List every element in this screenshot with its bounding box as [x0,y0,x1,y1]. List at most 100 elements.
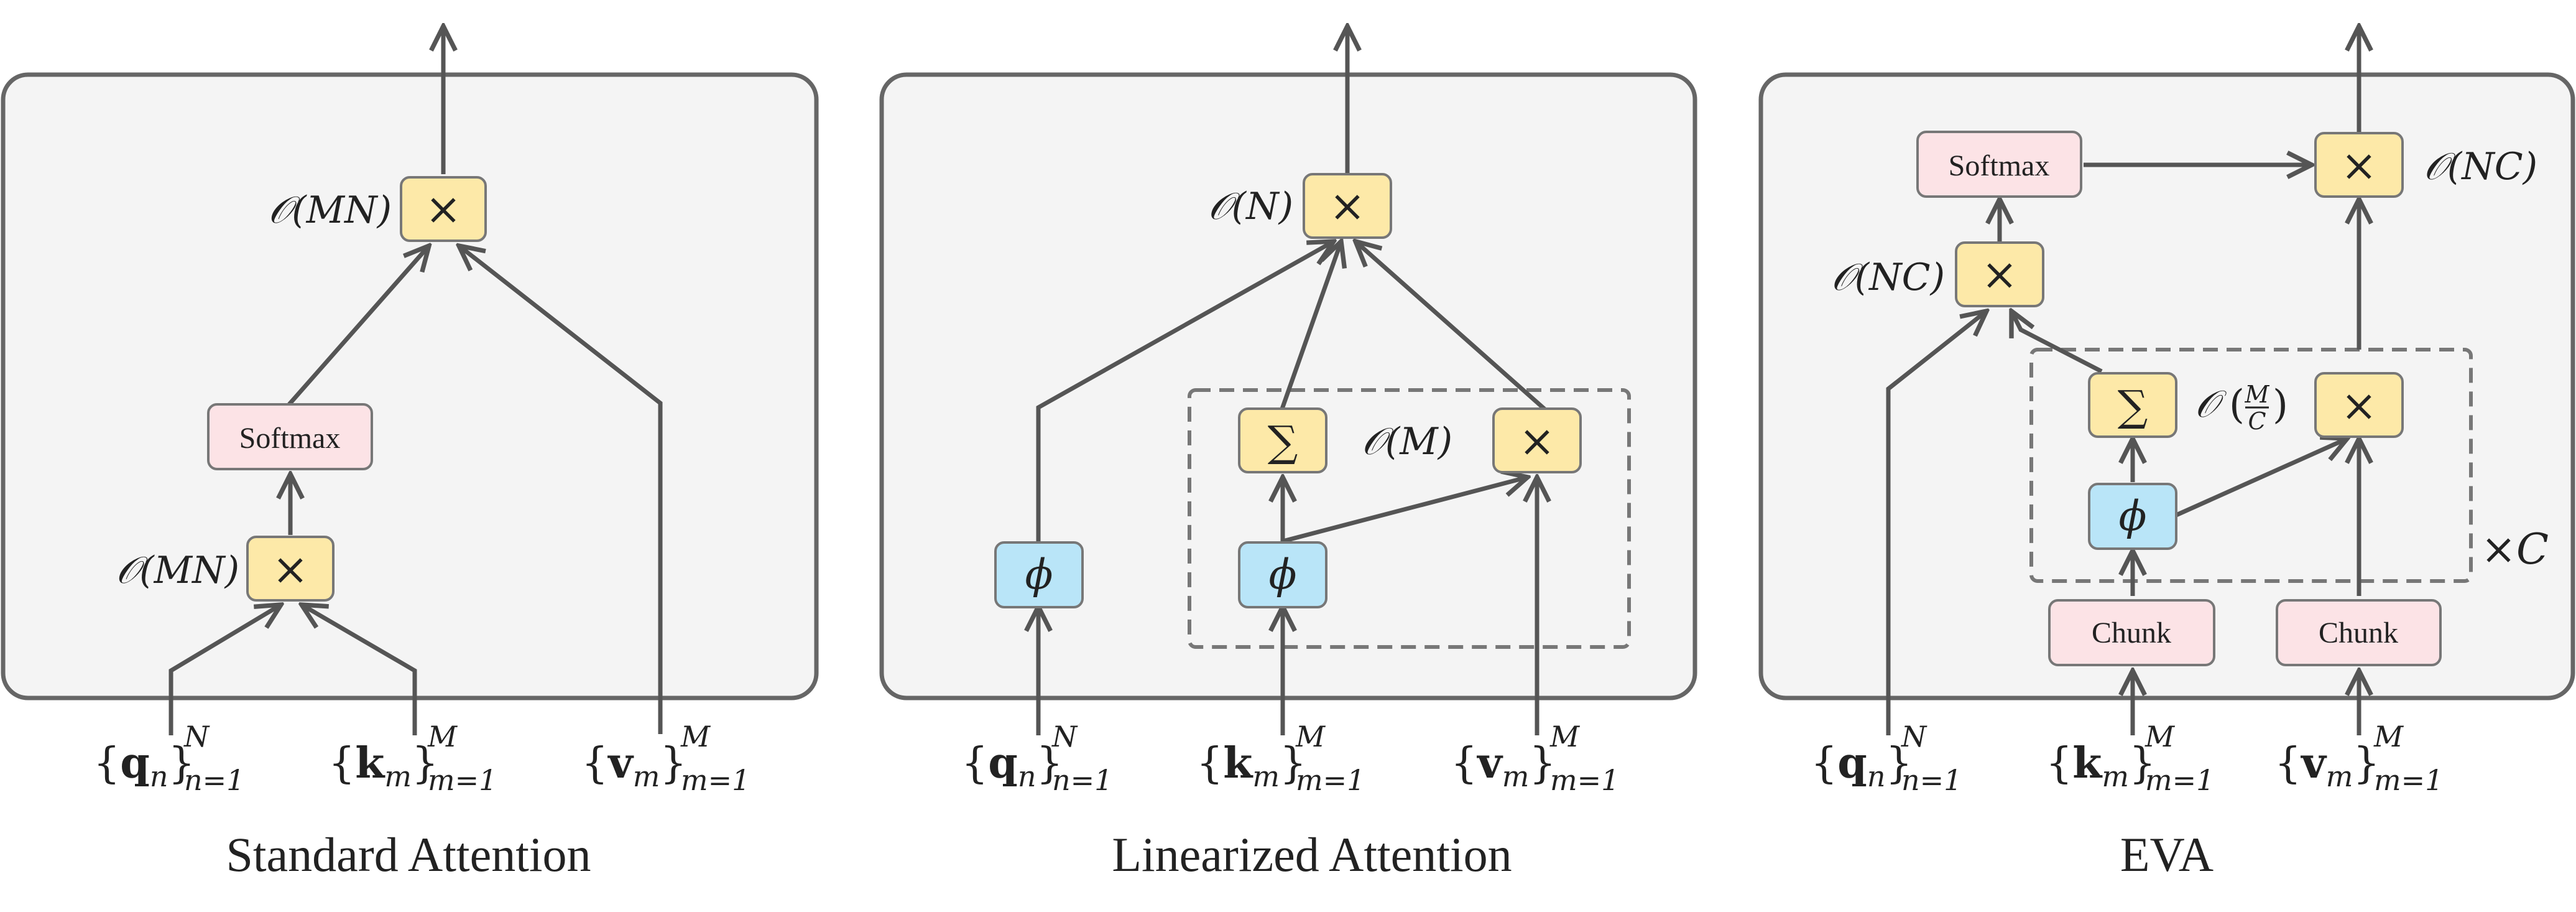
edge-sum-to-mult [1279,241,1341,412]
panel-title: Standard Attention [226,827,591,882]
svg-text:{vm}: {vm} [581,738,687,793]
svg-text:M: M [2144,720,2176,753]
svg-text:(: ( [2229,382,2245,428]
input-values: {vm} M m=1 [581,720,750,797]
chunk-node-values: Chunk [2276,599,2442,666]
panel-eva: Softmax × × ∑ × ϕ Chunk Chunk [1758,26,2575,882]
svg-text:m=1: m=1 [1296,763,1365,797]
phi-symbol: ϕ [2119,492,2147,540]
phi-node-key: ϕ [1238,541,1327,608]
edge-multkv-to-mult [1355,241,1548,412]
edge-q-to-mult [169,605,281,735]
multiply-node-query: × [1955,241,2044,307]
svg-text:{qn}: {qn} [1811,738,1913,793]
panel-title: Linearized Attention [1112,827,1512,882]
svg-text:M: M [2245,381,2270,408]
chunk-label: Chunk [2092,617,2171,649]
svg-text:m=1: m=1 [2145,763,2214,797]
edge-k-to-mult [302,605,417,735]
multiply-node-top: × [400,176,487,242]
softmax-node: Softmax [1916,131,2082,198]
phi-symbol: ϕ [1269,551,1297,598]
softmax-node: Softmax [207,403,373,470]
svg-text:{km}: {km} [328,738,438,793]
input-values: {vm} M m=1 [2274,720,2443,797]
edge-q-to-mult [1886,311,1987,735]
input-keys: {km} M m=1 [2046,720,2214,797]
multiply-symbol: × [2341,380,2378,431]
svg-text:m=1: m=1 [428,763,497,797]
svg-text:N: N [1901,720,1927,753]
multiply-symbol: × [2341,140,2378,191]
multiply-symbol: × [1519,416,1556,467]
edge-softmax-to-mult [287,246,429,406]
svg-text:C: C [2248,407,2266,435]
complexity-label-top: 𝒪(N) [1208,185,1293,228]
svg-text:m=1: m=1 [681,763,750,797]
edge-phi-to-multkv [1282,477,1528,544]
chunk-label: Chunk [2319,617,2398,649]
multiply-node-chunk: × [2314,372,2404,438]
svg-text:{km}: {km} [1196,738,1306,793]
input-queries: {qn} N n=1 [961,720,1112,797]
svg-text:N: N [1051,720,1078,753]
panel-linearized-attention: × ∑ × ϕ ϕ 𝒪(N) 𝒪(M) {qn} N n=1 {km} M m= [879,26,1697,882]
input-keys: {km} M m=1 [328,720,497,797]
multiply-node-kv: × [1492,407,1582,473]
svg-text:M: M [1549,720,1581,753]
phi-node: ϕ [2088,483,2177,550]
svg-text:{vm}: {vm} [1451,738,1556,793]
svg-text:m=1: m=1 [2374,763,2443,797]
svg-text:{vm}: {vm} [2274,738,2380,793]
multiply-symbol: × [1329,180,1366,231]
input-values: {vm} M m=1 [1451,720,1619,797]
complexity-label-top: 𝒪(NC) [2424,145,2537,188]
multiply-symbol: × [1982,249,2018,300]
complexity-label-mid: 𝒪(M) [1362,420,1452,463]
multiply-symbol: × [272,544,309,595]
softmax-label: Softmax [1949,149,2050,182]
svg-text:{km}: {km} [2046,738,2156,793]
svg-text:M: M [680,720,711,753]
multiply-node-top: × [1303,173,1392,239]
complexity-label-qk: 𝒪(MN) [116,549,239,592]
edge-sum-to-mult [2011,311,2103,374]
dashed-group [2029,348,2473,583]
input-queries: {qn} N n=1 [93,720,244,797]
multiply-node-top: × [2314,132,2404,198]
svg-text:{qn}: {qn} [961,738,1063,793]
multiply-symbol: × [425,184,462,235]
svg-text:n=1: n=1 [184,763,244,797]
svg-text:n=1: n=1 [1901,763,1962,797]
input-queries: {qn} N n=1 [1811,720,1962,797]
edge-phi-to-mult [2175,439,2347,518]
phi-symbol: ϕ [1025,551,1053,598]
svg-text:n=1: n=1 [1052,763,1112,797]
svg-text:M: M [427,720,458,753]
sum-node: ∑ [2088,372,2177,438]
svg-text:{qn}: {qn} [93,738,195,793]
chunk-node-keys: Chunk [2048,599,2215,666]
svg-text:): ) [2273,382,2288,428]
repeat-label: ×C [2481,525,2549,574]
sum-symbol: ∑ [2118,382,2148,431]
panel-standard-attention: × Softmax × 𝒪(MN) 𝒪(MN) {qn} N n=1 {km} … [1,26,819,882]
input-keys: {km} M m=1 [1196,720,1365,797]
softmax-label: Softmax [239,422,341,455]
complexity-label-query: 𝒪(NC) [1831,256,1945,299]
svg-text:M: M [2373,720,2404,753]
sum-symbol: ∑ [1268,417,1298,467]
dashed-group [1188,388,1631,649]
panel-title: EVA [2120,827,2214,882]
svg-text:N: N [183,720,210,753]
multiply-node-qk: × [246,536,335,602]
edge-phiq-to-mult [1036,241,1334,572]
svg-text:M: M [1295,720,1326,753]
phi-node-query: ϕ [994,541,1084,608]
panel-frame [1,72,819,700]
svg-text:m=1: m=1 [1550,763,1619,797]
complexity-label-top: 𝒪(MN) [268,188,392,232]
edge-v-to-mult [459,246,663,734]
